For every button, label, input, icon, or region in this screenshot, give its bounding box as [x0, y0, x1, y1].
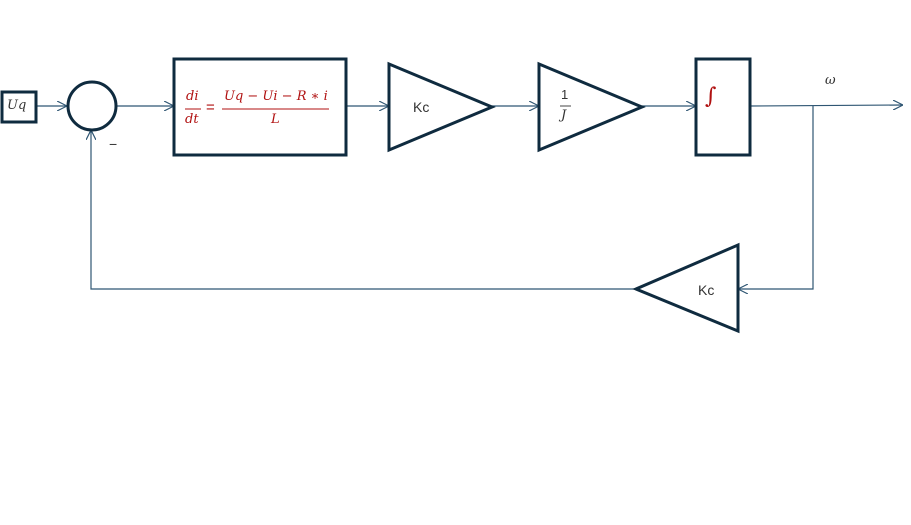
eq-equals: =	[206, 99, 215, 116]
eq-rhs-numerator: Uq − Ui − R ∗ i	[224, 89, 328, 104]
signal-feedback-return	[91, 130, 636, 290]
gain-kc-label: Kc	[413, 99, 430, 115]
sum-sign-minus: −	[109, 136, 118, 152]
eq-lhs-denominator: dt	[185, 112, 199, 127]
signal-output	[749, 105, 903, 106]
integrator-block	[694, 57, 752, 157]
feedback-gain-kc-block	[632, 242, 740, 334]
eq-rhs-denominator: L	[271, 112, 280, 127]
inertia-numerator: 1	[561, 87, 569, 102]
input-label: Uq	[7, 98, 27, 113]
current-equation-block	[172, 57, 348, 157]
summing-junction	[66, 80, 118, 132]
inertia-gain-block	[537, 61, 646, 153]
gain-kc-block	[387, 61, 496, 153]
input-block	[0, 90, 38, 124]
feedback-kc-label: Kc	[698, 282, 715, 298]
signal-feedback-branch	[738, 106, 814, 289]
output-omega-label: ω	[825, 73, 836, 88]
integrator-symbol: ∫	[705, 84, 717, 109]
eq-lhs-numerator: di	[186, 89, 199, 104]
inertia-denominator: J	[561, 108, 567, 123]
